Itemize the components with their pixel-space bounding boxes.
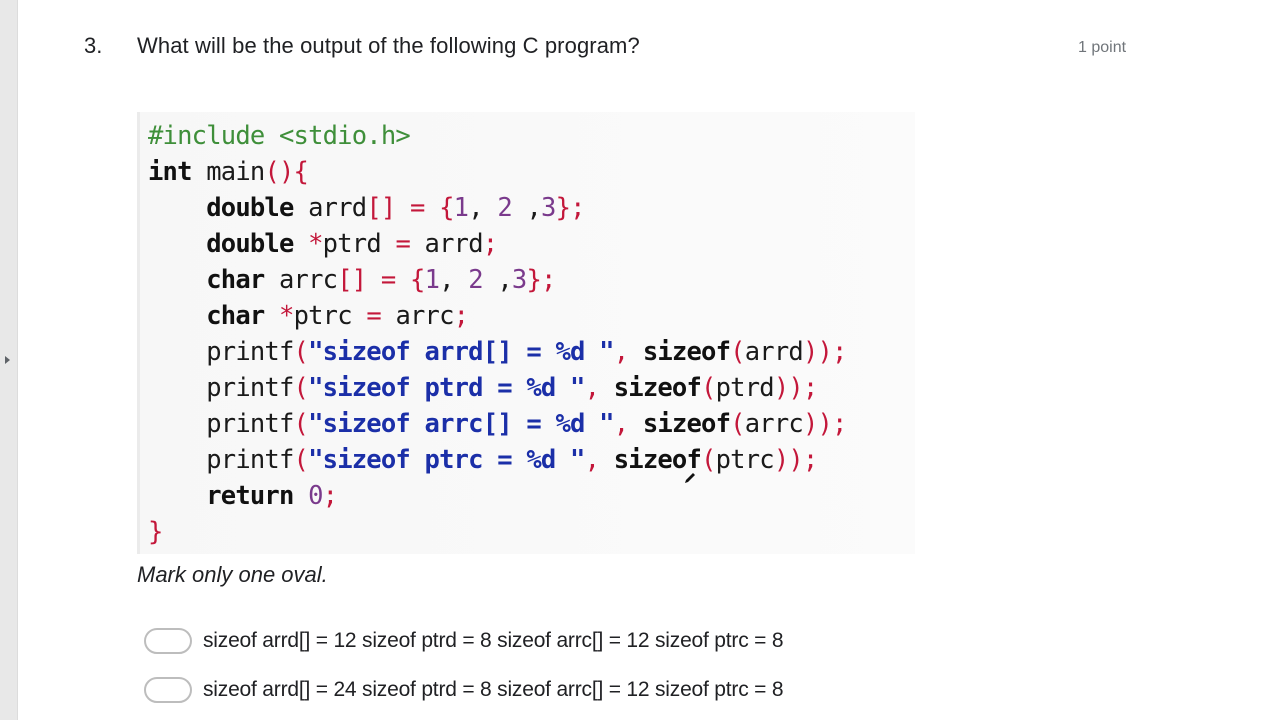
code-line-9: printf("sizeof arrc[] = %d ", sizeof(arr… — [148, 409, 847, 439]
code-line-2: int main(){ — [148, 157, 309, 187]
question-number: 3. — [84, 33, 103, 58]
option-label[interactable]: sizeof arrd[] = 24 sizeof ptrd = 8 sizeo… — [203, 678, 784, 701]
code-line-7: printf("sizeof arrd[] = %d ", sizeof(arr… — [148, 337, 847, 367]
question-title: What will be the output of the following… — [137, 33, 640, 58]
question-points: 1 point — [1078, 39, 1127, 56]
expand-arrow-icon[interactable] — [5, 356, 10, 364]
code-text: #include <stdio.h> — [148, 121, 411, 151]
code-line-6: char *ptrc = arrc; — [206, 301, 469, 331]
radio-oval[interactable] — [144, 677, 192, 703]
pencil-cursor-icon — [685, 473, 695, 483]
code-line-11: return 0; — [206, 481, 338, 511]
option-label[interactable]: sizeof arrd[] = 12 sizeof ptrd = 8 sizeo… — [203, 629, 784, 652]
instruction-text: Mark only one oval. — [137, 562, 328, 587]
code-line-4: double *ptrd = arrd; — [206, 229, 498, 259]
code-line-10: printf("sizeof ptrc = %d ", sizeof(ptrc)… — [148, 445, 818, 475]
code-block: #include <stdio.h> int main(){ double ar… — [137, 112, 915, 554]
code-line-1: #include <stdio.h> — [148, 118, 411, 154]
code-line-12: } — [148, 517, 163, 547]
radio-oval[interactable] — [144, 628, 192, 654]
option-1[interactable]: sizeof arrd[] = 12 sizeof ptrd = 8 sizeo… — [144, 626, 784, 656]
code-line-5: char arrc[] = {1, 2 ,3}; — [206, 265, 556, 295]
left-rail — [0, 0, 18, 720]
code-line-3: double arrd[] = {1, 2 ,3}; — [206, 193, 585, 223]
code-line-8: printf("sizeof ptrd = %d ", sizeof(ptrd)… — [148, 373, 818, 403]
option-2[interactable]: sizeof arrd[] = 24 sizeof ptrd = 8 sizeo… — [144, 675, 784, 705]
